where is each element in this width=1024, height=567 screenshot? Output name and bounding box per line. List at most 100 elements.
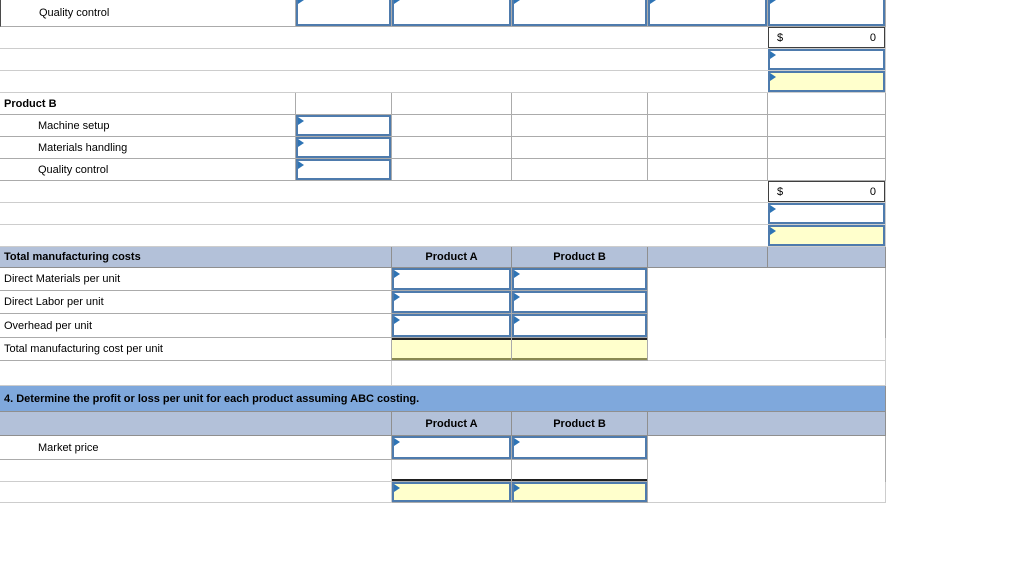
input-cell[interactable]: [512, 436, 647, 459]
empty-cell: [392, 361, 886, 386]
highlight-result-cell[interactable]: [392, 338, 511, 360]
spacer-cell: [0, 181, 768, 203]
comment-flag-icon: [298, 161, 304, 169]
label-materials-handling: Materials handling: [0, 137, 296, 159]
input-cell[interactable]: [768, 203, 885, 224]
empty-cell: [296, 93, 392, 115]
highlight-result-cell[interactable]: [512, 338, 647, 360]
highlight-input-cell[interactable]: [768, 225, 885, 246]
cell-quality-control-b-input: [296, 159, 392, 181]
currency-symbol: $: [777, 31, 784, 44]
cell-dl-product-b: [512, 291, 648, 314]
empty-cell: [648, 93, 768, 115]
row-materials-handling-b: Materials handling: [0, 137, 886, 159]
comment-flag-icon: [394, 438, 400, 446]
empty-cell: [648, 159, 768, 181]
input-cell[interactable]: [768, 49, 885, 70]
comment-flag-icon: [770, 227, 776, 235]
input-cell[interactable]: [392, 0, 511, 26]
label-total-cost: Total manufacturing cost per unit: [0, 338, 392, 361]
cell-qc-a-4: [648, 0, 768, 27]
comment-flag-icon: [394, 0, 400, 4]
row-quality-control-a: Quality control: [0, 0, 886, 27]
empty-cell: [512, 93, 648, 115]
comment-flag-icon: [770, 205, 776, 213]
input-cell[interactable]: [512, 268, 647, 290]
input-cell[interactable]: [648, 0, 767, 26]
highlight-input-cell[interactable]: [768, 71, 885, 92]
spacer-cell: [0, 71, 768, 93]
cell-oh-product-b: [512, 314, 648, 338]
input-cell[interactable]: [296, 0, 391, 26]
entry-cell[interactable]: [512, 460, 647, 481]
empty-cell: [392, 137, 512, 159]
empty-cell: [392, 93, 512, 115]
row-section4-title: 4. Determine the profit or loss per unit…: [0, 386, 886, 412]
column-header-product-b: Product B: [512, 412, 648, 436]
merged-empty-region: [648, 460, 886, 482]
comment-flag-icon: [650, 0, 656, 4]
cell-oh-product-a: [392, 314, 512, 338]
empty-cell: [768, 159, 886, 181]
input-cell[interactable]: [392, 268, 511, 290]
header-spacer-cell: [648, 412, 886, 436]
cell-dm-product-a: [392, 268, 512, 291]
cell-input-a: [768, 49, 886, 71]
row-section4-header: Product A Product B: [0, 412, 886, 436]
cell-market-price-a: [392, 436, 512, 460]
spacer-cell: [0, 49, 768, 71]
row-input-a: [0, 49, 886, 71]
empty-cell: [512, 159, 648, 181]
input-cell[interactable]: [392, 314, 511, 337]
spacer-cell: [0, 203, 768, 225]
comment-flag-icon: [298, 0, 304, 4]
empty-cell: [512, 137, 648, 159]
merged-empty-region: [648, 482, 886, 503]
spreadsheet-table: Quality control $ 0: [0, 0, 886, 503]
input-cell[interactable]: [296, 137, 391, 158]
input-cell[interactable]: [512, 314, 647, 337]
row-direct-labor: Direct Labor per unit: [0, 291, 886, 314]
merged-empty-region: [648, 436, 886, 460]
comment-flag-icon: [770, 51, 776, 59]
comment-flag-icon: [394, 293, 400, 301]
row-total-b: $ 0: [0, 181, 886, 203]
cell-total-b: $ 0: [768, 181, 886, 203]
row-total-a: $ 0: [0, 27, 886, 49]
input-cell[interactable]: [392, 436, 511, 459]
input-cell[interactable]: [296, 159, 391, 180]
section4-title: 4. Determine the profit or loss per unit…: [0, 386, 886, 412]
label-quality-control-a: Quality control: [0, 0, 296, 27]
empty-cell: [648, 115, 768, 137]
highlight-input-cell[interactable]: [392, 482, 511, 502]
cell-highlight-b: [768, 225, 886, 247]
cell-dm-product-b: [512, 268, 648, 291]
spacer-cell: [0, 27, 768, 49]
cell-machine-setup-input: [296, 115, 392, 137]
empty-cell: [648, 137, 768, 159]
label-market-price: Market price: [0, 436, 392, 460]
cell-result-b: [512, 482, 648, 503]
empty-cell: [392, 159, 512, 181]
column-header-product-a: Product A: [392, 247, 512, 268]
empty-cell: [768, 115, 886, 137]
highlight-input-cell[interactable]: [512, 482, 647, 502]
input-cell[interactable]: [296, 115, 391, 136]
input-cell[interactable]: [768, 0, 885, 26]
entry-cell[interactable]: [392, 460, 511, 481]
row-totals-header: Total manufacturing costs Product A Prod…: [0, 247, 886, 268]
input-cell[interactable]: [512, 291, 647, 313]
currency-symbol: $: [777, 185, 784, 198]
empty-cell: [0, 361, 392, 386]
input-cell[interactable]: [512, 0, 647, 26]
label-quality-control-b: Quality control: [0, 159, 296, 181]
row-market-price: Market price: [0, 436, 886, 460]
merged-empty-region: [648, 268, 886, 291]
cell-total-a: $ 0: [768, 27, 886, 49]
row-quality-control-b: Quality control: [0, 159, 886, 181]
spacer-cell: [0, 225, 768, 247]
input-cell[interactable]: [392, 291, 511, 313]
empty-cell: [512, 115, 648, 137]
cell-total-product-a: [392, 338, 512, 361]
total-value: 0: [869, 185, 876, 198]
